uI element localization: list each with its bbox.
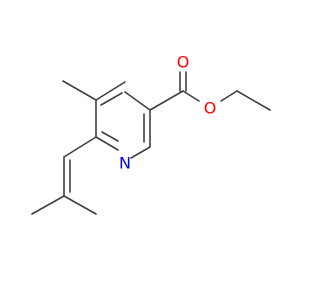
ethyl-bond-2: [236, 90, 271, 111]
molecule-structure: N O O: [31, 53, 271, 215]
ring-double-bond-inner-1: [100, 92, 123, 106]
ring-bond-c5-n: [130, 146, 151, 159]
ethyl-bond-1: [220, 90, 238, 102]
vinyl-methyl-left: [31, 195, 65, 215]
carbonyl-oxygen-label: O: [177, 53, 190, 72]
ring-bond-c6-c2: [124, 91, 151, 111]
vinyl-methyl-right: [63, 195, 97, 215]
ester-single-bond: [182, 90, 200, 102]
ring-bond-c4-c5: [95, 136, 119, 151]
molecule-canvas: N O O: [31, 52, 271, 215]
vinyl-bond-1: [63, 136, 97, 158]
methyl-bond: [62, 80, 97, 101]
ring-nitrogen-label: N: [119, 154, 131, 173]
ester-oxygen-label: O: [204, 99, 217, 118]
ring-double-bond-inner-2: [101, 131, 119, 142]
ester-carbonyl-carbon-bond: [149, 90, 184, 111]
ring-bond-c2-c3: [95, 81, 126, 101]
